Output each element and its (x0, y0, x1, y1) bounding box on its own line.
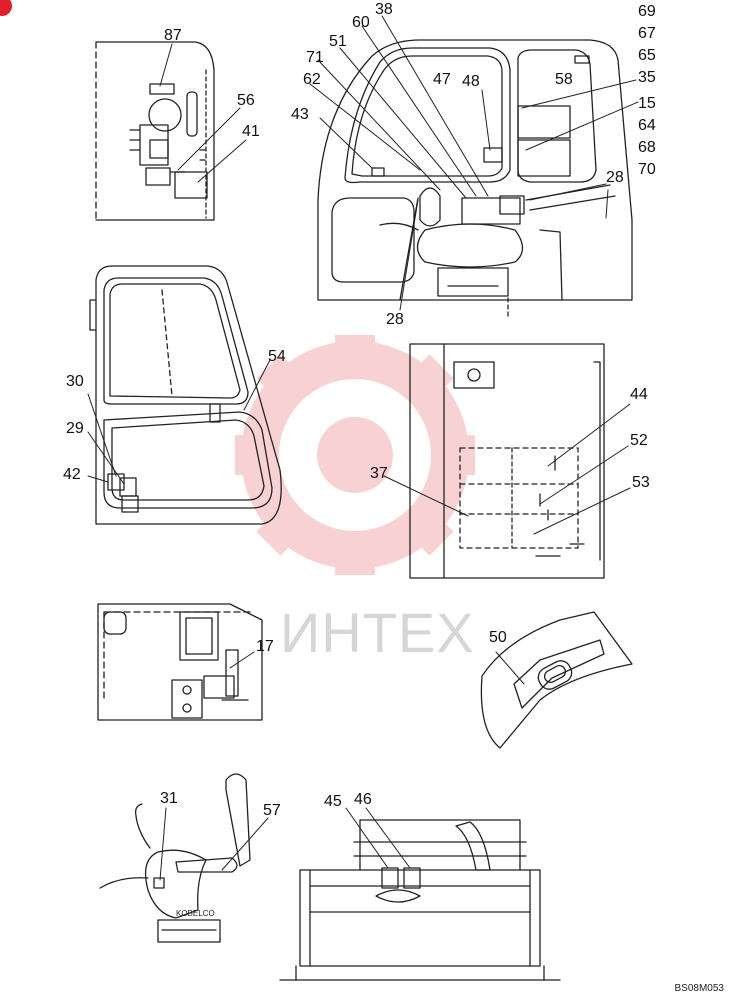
seat-brand-label: KOBELCO (176, 909, 215, 918)
callout-57: 57 (263, 802, 281, 819)
callout-68: 68 (638, 139, 656, 156)
leader-lines (87, 15, 639, 881)
callout-42: 42 (63, 466, 81, 483)
callout-41: 41 (242, 123, 260, 140)
corner-mark-icon (0, 0, 12, 16)
cab-base-rear-view (279, 819, 561, 981)
callout-62: 62 (303, 71, 321, 88)
cab-door-view (89, 265, 282, 525)
callout-46: 46 (354, 791, 372, 808)
callout-28-upper: 28 (606, 169, 624, 186)
callout-35: 35 (638, 69, 656, 86)
watermark-text: ИНТЕХ (280, 601, 475, 664)
console-handle-view (480, 611, 633, 749)
callout-43: 43 (291, 106, 309, 123)
callout-69: 69 (638, 3, 656, 20)
watermark-gear-icon (235, 335, 475, 575)
callout-45: 45 (324, 793, 342, 810)
callout-52: 52 (630, 432, 648, 449)
callout-17: 17 (256, 638, 274, 655)
callout-48: 48 (462, 73, 480, 90)
callout-58: 58 (555, 71, 573, 88)
drawing-code: BS08M053 (674, 983, 724, 994)
rear-panel-valve-view (95, 41, 215, 221)
callout-30: 30 (66, 373, 84, 390)
side-panel-view (409, 343, 605, 579)
rear-wall-panel-view (97, 603, 263, 721)
callout-54: 54 (268, 348, 286, 365)
callout-50: 50 (489, 629, 507, 646)
callout-71: 71 (306, 49, 324, 66)
callout-53: 53 (632, 474, 650, 491)
callout-37: 37 (370, 465, 388, 482)
callout-28-lower: 28 (386, 311, 404, 328)
callout-65: 65 (638, 47, 656, 64)
callout-51: 51 (329, 33, 347, 50)
callout-38: 38 (375, 1, 393, 18)
callout-87: 87 (164, 27, 182, 44)
callout-64: 64 (638, 117, 656, 134)
callout-56: 56 (237, 92, 255, 109)
callout-31: 31 (160, 790, 178, 807)
callout-47: 47 (433, 71, 451, 88)
callout-60: 60 (352, 14, 370, 31)
callout-67: 67 (638, 25, 656, 42)
callout-70: 70 (638, 161, 656, 178)
callout-15: 15 (638, 95, 656, 112)
cab-front-interior-view (317, 39, 633, 319)
callout-44: 44 (630, 386, 648, 403)
callout-29: 29 (66, 420, 84, 437)
